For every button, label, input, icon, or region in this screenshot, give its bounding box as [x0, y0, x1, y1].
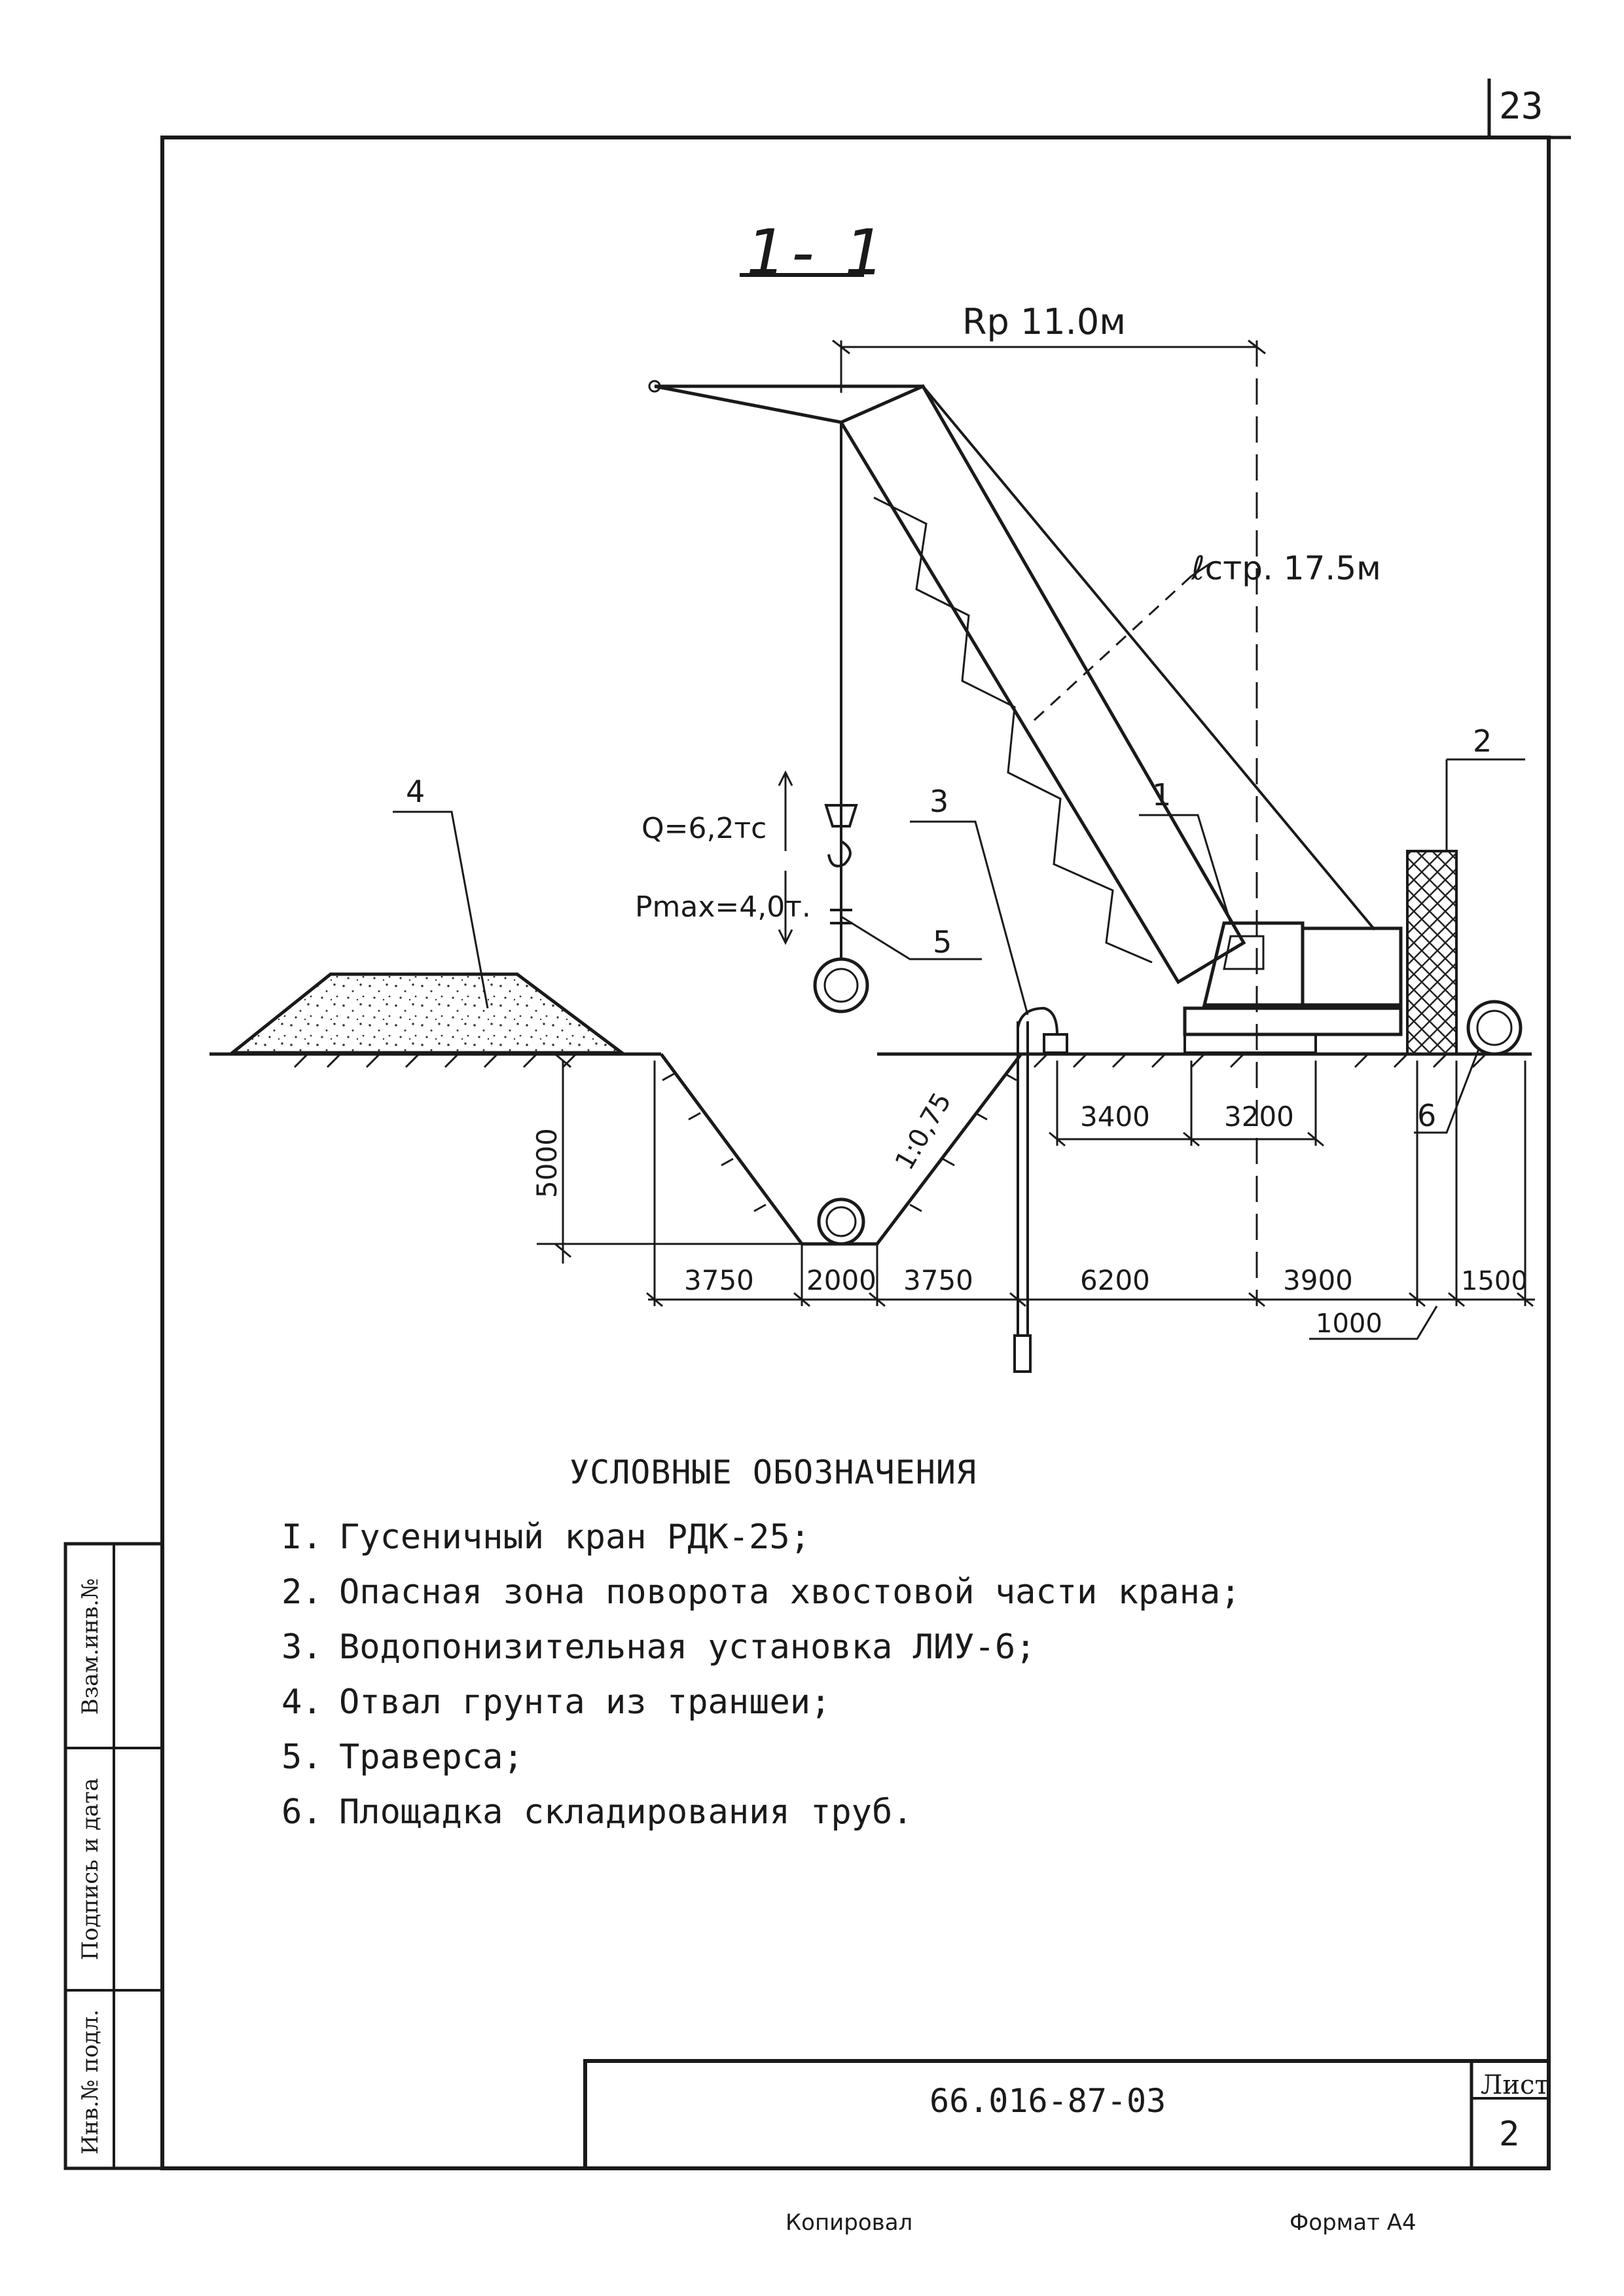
- sheet-frame: [160, 136, 1551, 2170]
- section-title: 1- 1: [746, 216, 890, 289]
- leader-2: [1445, 758, 1525, 851]
- callout-4: 4: [406, 774, 425, 809]
- legend-item: 4.Отвал грунта из траншеи;: [281, 1683, 831, 1722]
- page-number: 23: [1499, 85, 1543, 128]
- legend: УСЛОВНЫЕ ОБОЗНАЧЕНИЯ I.Гусеничный кран Р…: [281, 1453, 1329, 1840]
- title-block: [583, 2059, 1551, 2170]
- page-number-box: [1487, 79, 1571, 139]
- leader-1: [1139, 814, 1232, 924]
- dim-3200: 3200: [1224, 1101, 1294, 1133]
- crane-cab: [1202, 921, 1305, 1007]
- leader-4: [393, 811, 489, 1009]
- depth-label: 5000: [531, 1128, 563, 1198]
- stamp-inv-no: Инв.№ подл.: [77, 2009, 103, 2155]
- boom-length-label: ℓстр. 17.5м: [1191, 549, 1381, 587]
- document-code: 66.016-87-03: [929, 2082, 1166, 2120]
- stamp-sign-date: Подпись и дата: [77, 1777, 103, 1961]
- pipe-in-trench: [817, 1197, 865, 1246]
- callout-1: 1: [1152, 777, 1171, 812]
- hook-block: [824, 804, 858, 828]
- legend-item: 5.Траверса;: [281, 1738, 524, 1777]
- traverse: [830, 909, 852, 924]
- callout-6: 6: [1417, 1098, 1436, 1133]
- leader-6: [1414, 1047, 1481, 1134]
- callout-2: 2: [1473, 723, 1492, 759]
- legend-item: 3.Водопонизительная установка ЛИУ-6;: [281, 1628, 1036, 1667]
- ground-hatch: [293, 1053, 1487, 1068]
- load-pmax-label: Рmax=4,0т.: [635, 890, 811, 924]
- legend-item: 2.Опасная зона поворота хвостовой части …: [281, 1573, 1241, 1612]
- soil-heap: [227, 972, 627, 1055]
- dim-1000: 1000: [1316, 1309, 1382, 1339]
- wellpoint-pipe: [1017, 1021, 1029, 1336]
- trench: [659, 1053, 1022, 1246]
- load-q-label: Q=6,2тс: [641, 812, 767, 845]
- leader-5: [840, 915, 982, 960]
- hanging-pipe: [813, 957, 869, 1013]
- danger-zone: [1406, 850, 1458, 1055]
- dim-3400: 3400: [1080, 1101, 1150, 1133]
- dim-3750-left: 3750: [684, 1264, 754, 1296]
- radius-label: Rр 11.0м: [962, 301, 1126, 342]
- callout-3: 3: [929, 784, 948, 819]
- crane-body: [1301, 926, 1403, 1007]
- stored-pipe: [1466, 1000, 1523, 1056]
- dim-2000: 2000: [806, 1264, 876, 1296]
- copied-by-label: Копировал: [785, 2210, 913, 2236]
- sheet-number: 2: [1499, 2115, 1520, 2154]
- dim-1500: 1500: [1461, 1266, 1528, 1296]
- leader-3: [910, 820, 1029, 1015]
- dim-6200: 6200: [1080, 1264, 1150, 1296]
- stamp-replace-inv: Взам.инв.№: [77, 1578, 103, 1715]
- crane-boom: [839, 384, 1246, 985]
- crane-jib: [654, 384, 923, 424]
- crane-track: [1183, 1006, 1403, 1036]
- callout-5: 5: [933, 924, 952, 960]
- dim-3750-right: 3750: [903, 1264, 973, 1296]
- dim-3900: 3900: [1283, 1264, 1353, 1296]
- legend-item: 6.Площадка складирования труб.: [281, 1793, 913, 1832]
- pendant-line: [922, 385, 1376, 931]
- format-label: Формат А4: [1290, 2210, 1416, 2236]
- legend-item: I.Гусеничный кран РДК-25;: [281, 1518, 811, 1557]
- sheet-label: Лист: [1481, 2070, 1549, 2100]
- legend-title: УСЛОВНЫЕ ОБОЗНАЧЕНИЯ: [569, 1453, 977, 1491]
- boom-lattice: [873, 496, 1153, 964]
